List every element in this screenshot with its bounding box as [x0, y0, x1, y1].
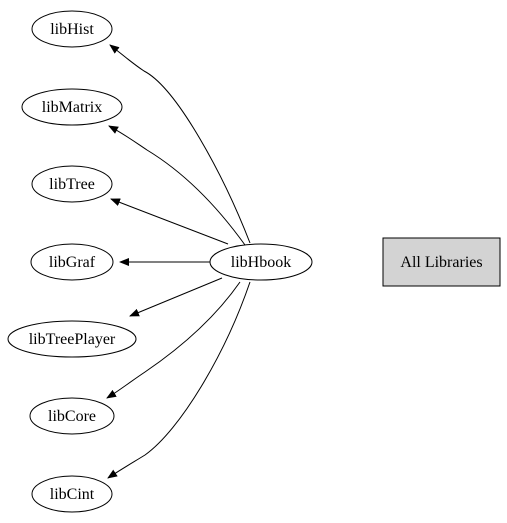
- edge-libhbook-libcint: [107, 281, 251, 479]
- edge-libhbook-libtree: [110, 198, 229, 245]
- edge-libhbook-libmatrix: [108, 125, 246, 246]
- node-libtreeplayer[interactable]: libTreePlayer: [7, 320, 137, 358]
- node-libgraf[interactable]: libGraf: [30, 243, 114, 281]
- node-label-libhist: libHist: [50, 21, 94, 38]
- node-libhbook[interactable]: libHbook: [209, 243, 313, 281]
- edge-libhbook-libhist: [109, 44, 251, 244]
- node-label-libcint: libCint: [50, 486, 95, 503]
- node-label-libhbook: libHbook: [231, 254, 291, 271]
- node-label-libtreeplayer: libTreePlayer: [29, 331, 116, 348]
- edge-libhbook-libcore: [106, 281, 241, 399]
- edge-libhbook-libtreeplayer: [129, 277, 223, 317]
- all-libraries-label: All Libraries: [400, 254, 482, 271]
- node-label-libcore: libCore: [48, 408, 96, 425]
- node-label-libmatrix: libMatrix: [42, 99, 102, 116]
- node-libtree[interactable]: libTree: [31, 165, 113, 203]
- all-libraries-node[interactable]: All Libraries: [382, 237, 501, 287]
- node-libcint[interactable]: libCint: [31, 475, 113, 513]
- node-libhist[interactable]: libHist: [31, 10, 113, 48]
- node-label-libtree: libTree: [49, 176, 95, 193]
- node-libcore[interactable]: libCore: [29, 397, 115, 435]
- node-label-libgraf: libGraf: [49, 254, 96, 271]
- node-libmatrix[interactable]: libMatrix: [21, 88, 123, 126]
